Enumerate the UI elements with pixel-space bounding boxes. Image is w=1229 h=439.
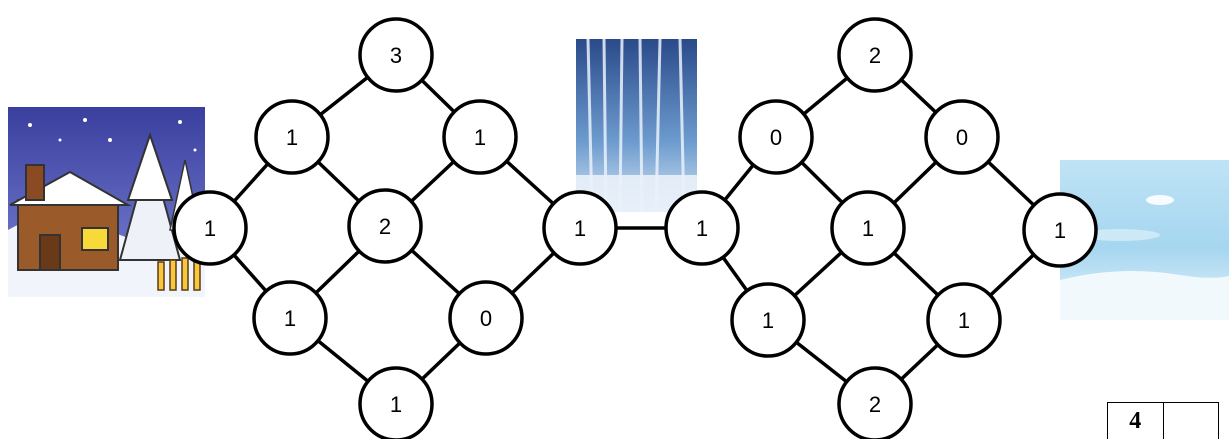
node-circle [448, 280, 524, 356]
score-value: 4 [1129, 407, 1142, 434]
node-value: 0 [770, 125, 782, 150]
node-value: 2 [869, 43, 881, 68]
node-right-diamond-lower-left: 1 [730, 282, 806, 358]
node-value: 1 [762, 308, 774, 333]
node-value: 1 [286, 125, 298, 150]
node-circle [738, 99, 814, 175]
node-right-diamond-lower-right: 1 [926, 282, 1002, 358]
diagram-nodes: 3 1 1 1 2 1 1 0 1 2 0 0 1 1 1 1 1 2 [172, 17, 1098, 439]
node-circle [926, 282, 1002, 358]
node-value: 0 [956, 125, 968, 150]
node-right-diamond-upper-right: 0 [924, 99, 1000, 175]
node-value: 1 [474, 125, 486, 150]
node-left-diamond-lower-right: 0 [448, 280, 524, 356]
node-right-diamond-top: 2 [837, 17, 913, 93]
node-circle [252, 280, 328, 356]
node-right-diamond-right: 1 [1022, 192, 1098, 268]
node-circle [837, 366, 913, 439]
node-circle [830, 190, 906, 266]
node-value: 1 [862, 216, 874, 241]
node-circle [358, 17, 434, 93]
node-right-diamond-upper-left: 0 [738, 99, 814, 175]
node-value: 1 [1054, 218, 1066, 243]
node-value: 1 [696, 216, 708, 241]
node-value: 1 [204, 216, 216, 241]
node-circle [172, 190, 248, 266]
node-value: 1 [390, 392, 402, 417]
snowy-forest-image [576, 38, 697, 213]
node-left-diamond-left: 1 [172, 190, 248, 266]
node-value: 0 [480, 306, 492, 331]
node-left-diamond-center: 2 [347, 188, 423, 264]
node-circle [442, 99, 518, 175]
node-left-diamond-bottom: 1 [358, 366, 434, 439]
node-right-diamond-left: 1 [664, 190, 740, 266]
node-value: 1 [284, 306, 296, 331]
node-circle [347, 188, 423, 264]
node-right-diamond-bottom: 2 [837, 366, 913, 439]
score-blank-cell[interactable] [1162, 403, 1219, 439]
node-circle [924, 99, 1000, 175]
node-left-diamond-upper-left: 1 [254, 99, 330, 175]
node-circle [254, 99, 330, 175]
node-right-diamond-center: 1 [830, 190, 906, 266]
winter-cabin-image [8, 107, 205, 297]
node-circle [730, 282, 806, 358]
node-circle [358, 366, 434, 439]
score-box: 4 [1107, 402, 1219, 439]
node-left-diamond-lower-left: 1 [252, 280, 328, 356]
node-circle [1022, 192, 1098, 268]
node-left-diamond-upper-right: 1 [442, 99, 518, 175]
node-value: 1 [958, 308, 970, 333]
node-circle [664, 190, 740, 266]
node-value: 1 [574, 216, 586, 241]
node-value: 2 [379, 214, 391, 239]
node-circle [837, 17, 913, 93]
node-left-diamond-top: 3 [358, 17, 434, 93]
node-value: 3 [390, 43, 402, 68]
node-value: 2 [869, 392, 881, 417]
node-left-diamond-right: 1 [542, 190, 618, 266]
node-circle [542, 190, 618, 266]
